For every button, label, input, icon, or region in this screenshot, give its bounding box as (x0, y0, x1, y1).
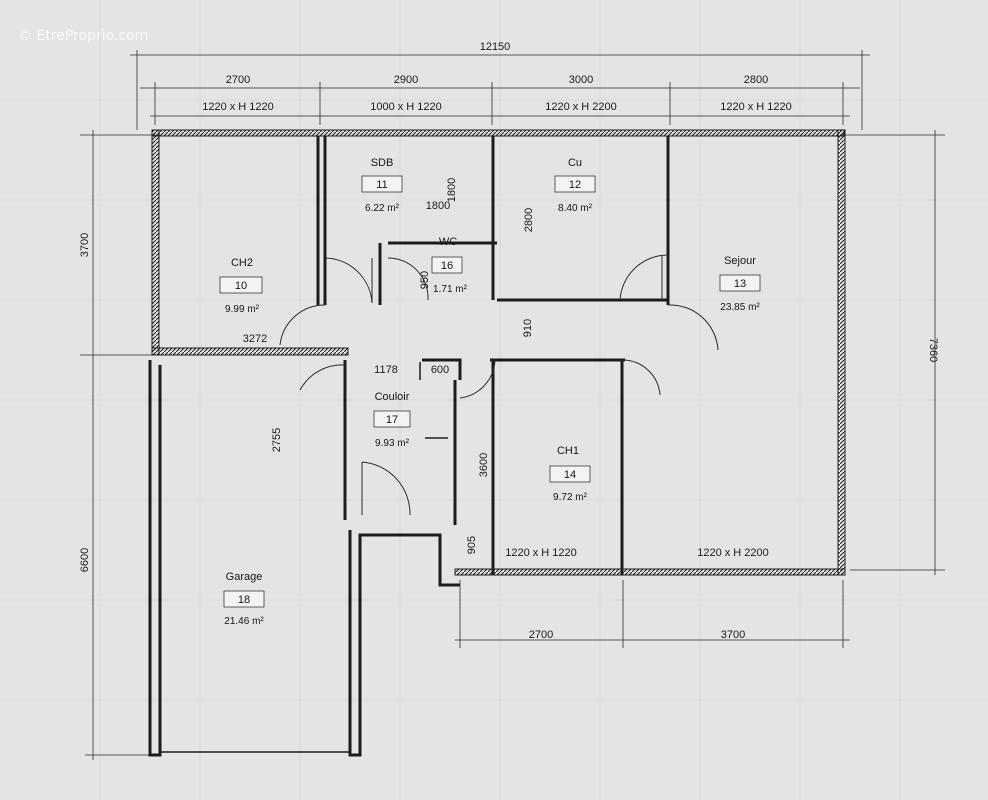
dim-ch2-width: 3272 (243, 333, 267, 345)
room-area: 9.93 m² (375, 438, 410, 449)
window-bottom-2: 1220 x H 2200 (697, 547, 769, 559)
room-number: 11 (376, 179, 387, 191)
dim-couloir-height: 2755 (271, 428, 283, 452)
dim-left-lower: 6600 (79, 548, 91, 572)
dim-wc: 950 (419, 271, 431, 289)
dim-top-2: 2900 (394, 74, 418, 86)
room-area: 1.71 m² (433, 284, 468, 295)
room-name: WC (439, 236, 457, 248)
dim-bottom-1: 2700 (529, 629, 553, 641)
room-sejour: Sejour 13 23.85 m² (719, 255, 761, 313)
room-name: CH2 (231, 257, 253, 269)
dim-left-upper: 3700 (79, 233, 91, 257)
dim-total-width: 12150 (480, 41, 511, 53)
window-top-3: 1220 x H 2200 (545, 101, 617, 113)
room-name: Cu (568, 157, 582, 169)
room-garage: Garage 18 21.46 m² (223, 571, 265, 627)
room-number: 13 (734, 278, 746, 290)
window-bottom-1: 1220 x H 1220 (505, 547, 577, 559)
dim-cu-height: 2800 (523, 208, 535, 232)
room-area: 23.85 m² (720, 302, 760, 313)
room-couloir: Couloir 17 9.93 m² (373, 391, 411, 449)
room-number: 18 (238, 594, 250, 606)
dimension-labels: 12150 2700 2900 3000 2800 1220 x H 1220 … (79, 41, 939, 641)
dim-right: 7360 (927, 338, 939, 362)
room-area: 8.40 m² (558, 203, 593, 214)
dim-couloir-w1: 1178 (374, 364, 398, 376)
dim-hall: 910 (522, 319, 534, 337)
room-area: 9.72 m² (553, 492, 588, 503)
watermark-text: © EtreProprio.com (18, 28, 148, 44)
room-wc: WC 16 1.71 m² (431, 236, 468, 295)
room-sdb: SDB 11 6.22 m² (361, 157, 403, 214)
window-top-1: 1220 x H 1220 (202, 101, 274, 113)
room-number: 16 (441, 260, 453, 272)
room-number: 10 (235, 280, 247, 292)
dimension-lines (80, 50, 945, 760)
room-cu: Cu 12 8.40 m² (554, 157, 596, 214)
dim-sdb-height: 1800 (446, 178, 458, 202)
room-number: 17 (386, 414, 398, 426)
dim-sdb-width: 1800 (426, 200, 450, 212)
room-area: 6.22 m² (365, 203, 400, 214)
dim-top-4: 2800 (744, 74, 768, 86)
dim-top-1: 2700 (226, 74, 250, 86)
dim-small: 905 (466, 536, 478, 554)
room-name: CH1 (557, 445, 579, 457)
room-name: SDB (371, 157, 394, 169)
room-number: 12 (569, 179, 581, 191)
room-ch2: CH2 10 9.99 m² (219, 257, 263, 315)
dim-top-3: 3000 (569, 74, 593, 86)
dim-bottom-2: 3700 (721, 629, 745, 641)
dim-couloir-w2: 600 (431, 364, 449, 376)
window-top-2: 1000 x H 1220 (370, 101, 442, 113)
room-area: 9.99 m² (225, 304, 260, 315)
room-name: Garage (226, 571, 263, 583)
room-number: 14 (564, 469, 576, 481)
walls (148, 129, 846, 757)
room-name: Couloir (375, 391, 410, 403)
room-ch1: CH1 14 9.72 m² (549, 445, 591, 503)
room-area: 21.46 m² (224, 616, 264, 627)
room-name: Sejour (724, 255, 756, 267)
dim-ch1-height: 3600 (478, 453, 490, 477)
doors (279, 254, 719, 516)
window-top-4: 1220 x H 1220 (720, 101, 792, 113)
